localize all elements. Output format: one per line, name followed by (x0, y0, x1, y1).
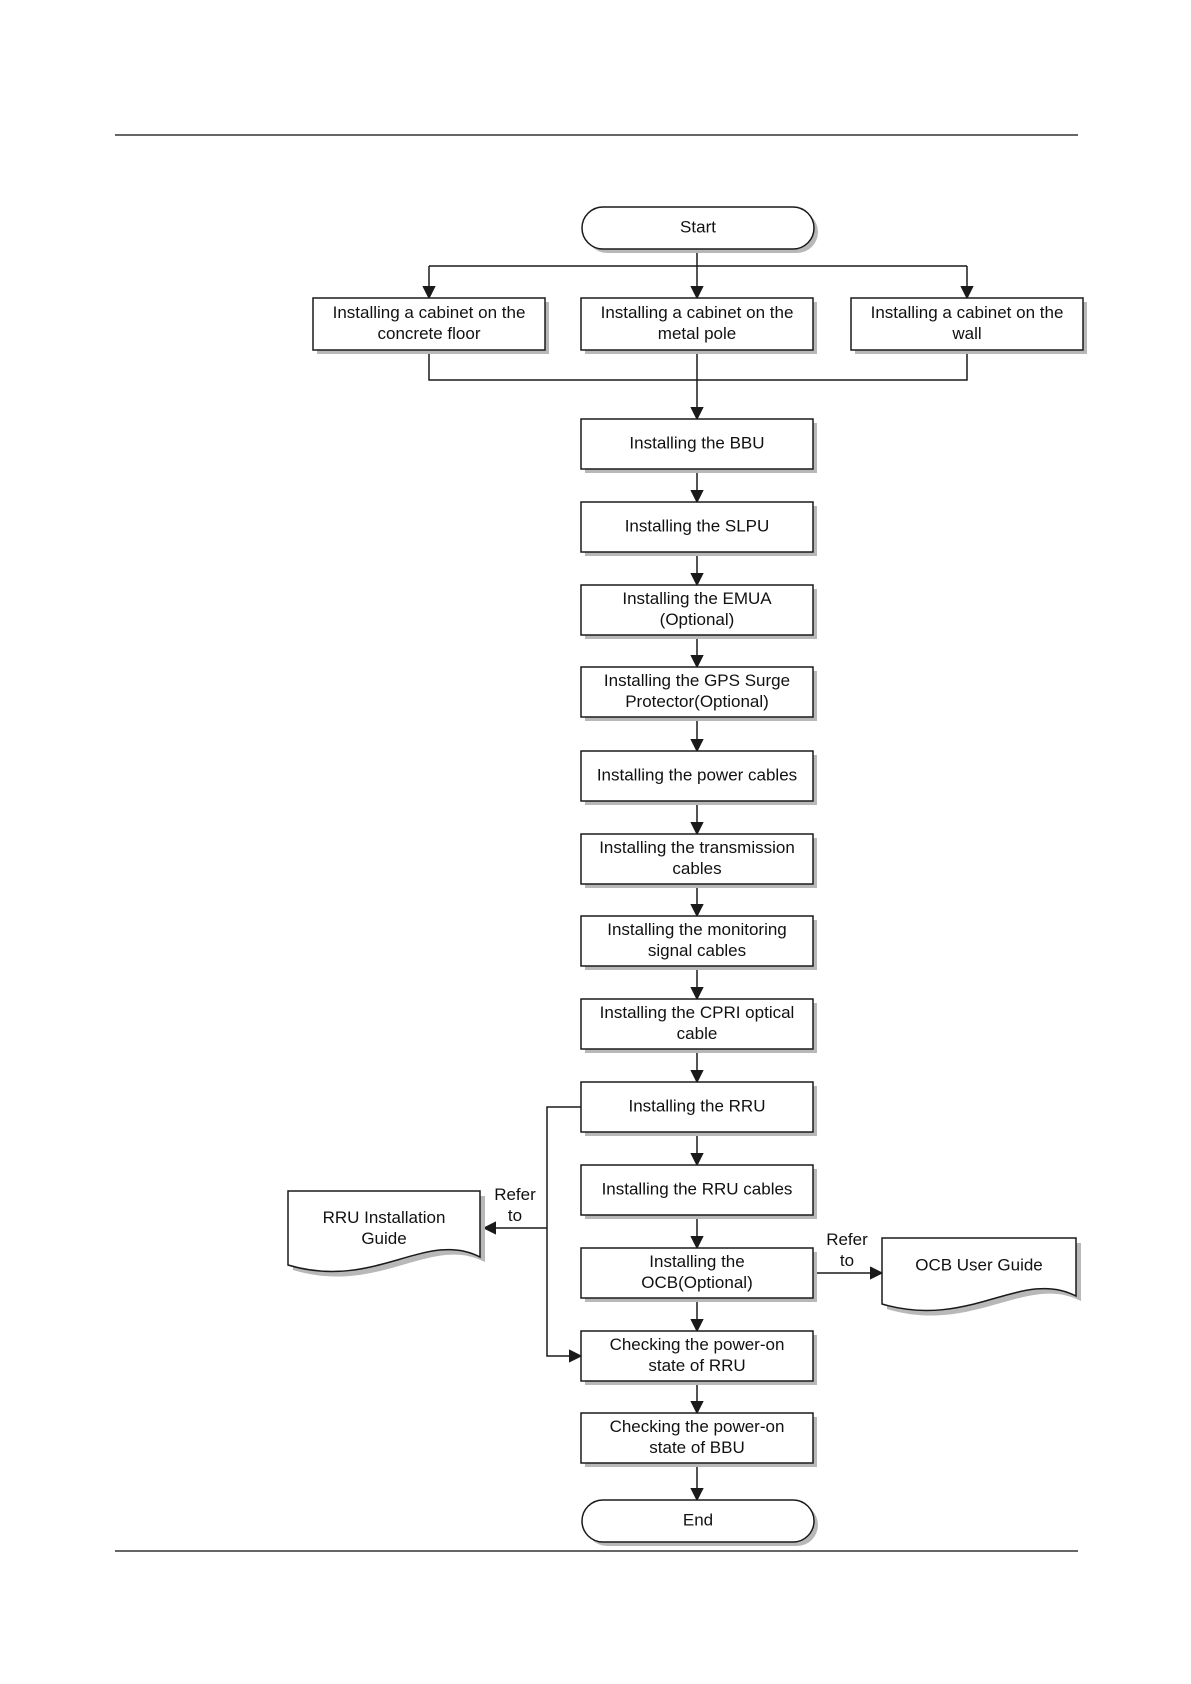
rru-installation-guide-doc-frame (287, 1190, 481, 1273)
cabinet-wall-box-line: wall (951, 324, 981, 343)
cabinet-concrete-floor-box-frame (312, 297, 546, 351)
step-cpri-optical-cable-box-line: Installing the CPRI optical (600, 1003, 795, 1022)
connectors (422, 249, 974, 1502)
step-gps-surge-protector-box-frame (580, 666, 814, 718)
cabinet-wall-box: Installing a cabinet on the wall (850, 297, 1087, 354)
refer-to-ocb-guide-label-line: Refer (826, 1230, 868, 1249)
cabinet-concrete-floor-box-line: concrete floor (378, 324, 481, 343)
step-transmission-cables-box: Installing the transmission cables (580, 833, 817, 888)
rru-installation-guide-doc-line: Guide (361, 1229, 406, 1248)
refer-to-rru-guide-label: Refer to (494, 1185, 536, 1225)
ocb-user-guide-doc: OCB User Guide (881, 1237, 1081, 1316)
step-bbu-power-check-box-line: state of BBU (649, 1438, 744, 1457)
step-gps-surge-protector-box-line: Installing the GPS Surge (604, 671, 790, 690)
step-rru-power-check-box-frame (580, 1330, 814, 1382)
step-slpu-box: Installing the SLPU (580, 501, 817, 556)
step-emua-box-line: Installing the EMUA (622, 589, 772, 608)
step-rru-box-line: Installing the RRU (628, 1096, 765, 1115)
step-bbu-box: Installing the BBU (580, 418, 817, 473)
refer-to-ocb-guide-label-line: to (840, 1251, 854, 1270)
step-emua-box-frame (580, 584, 814, 636)
cabinet-wall-box-line: Installing a cabinet on the (871, 303, 1064, 322)
connector-cabinet-merge (428, 350, 968, 381)
refer-to-rru-guide-label-line: Refer (494, 1185, 536, 1204)
step-bbu-box-line: Installing the BBU (629, 433, 764, 452)
cabinet-metal-pole-box-frame (580, 297, 814, 351)
step-emua-box: Installing the EMUA (Optional) (580, 584, 817, 639)
ocb-user-guide-doc-line: OCB User Guide (915, 1255, 1043, 1274)
cabinet-metal-pole-box-line: metal pole (658, 324, 736, 343)
cabinet-metal-pole-box-line: Installing a cabinet on the (601, 303, 794, 322)
end-terminal-frame (581, 1499, 815, 1543)
step-bbu-power-check-box-frame (580, 1412, 814, 1464)
step-cpri-optical-cable-box-frame (580, 998, 814, 1050)
step-power-cables-box-frame (580, 750, 814, 802)
step-ocb-box-frame (580, 1247, 814, 1299)
end-terminal: End (581, 1499, 818, 1546)
step-transmission-cables-box-line: cables (672, 859, 721, 878)
step-rru-power-check-box-line: state of RRU (648, 1356, 745, 1375)
step-slpu-box-line: Installing the SLPU (625, 516, 770, 535)
step-transmission-cables-box-line: Installing the transmission (599, 838, 795, 857)
step-rru-box-frame (580, 1081, 814, 1133)
cabinet-concrete-floor-box: Installing a cabinet on the concrete floo… (312, 297, 549, 354)
step-power-cables-box: Installing the power cables (580, 750, 817, 805)
refer-to-ocb-guide-label: Refer to (826, 1230, 868, 1270)
start-terminal-label: Start (680, 217, 716, 236)
rru-installation-guide-doc-line: RRU Installation (323, 1208, 446, 1227)
cabinet-metal-pole-box: Installing a cabinet on the metal pole (580, 297, 817, 354)
step-slpu-box-frame (580, 501, 814, 553)
step-transmission-cables-box-frame (580, 833, 814, 885)
refer-to-rru-guide-label-line: to (508, 1206, 522, 1225)
step-rru-cables-box: Installing the RRU cables (580, 1164, 817, 1219)
step-monitoring-signal-cables-box-frame (580, 915, 814, 967)
cabinet-concrete-floor-box-line: Installing a cabinet on the (333, 303, 526, 322)
step-power-cables-box-line: Installing the power cables (597, 765, 797, 784)
step-monitoring-signal-cables-box-line: Installing the monitoring (607, 920, 787, 939)
step-gps-surge-protector-box: Installing the GPS SurgeProtector(Option… (580, 666, 817, 721)
step-bbu-power-check-box: Checking the power-on state of BBU (580, 1412, 817, 1467)
step-cpri-optical-cable-box: Installing the CPRI optical cable (580, 998, 817, 1053)
step-monitoring-signal-cables-box: Installing the monitoring signal cables (580, 915, 817, 970)
step-ocb-box-line: Installing the (649, 1252, 744, 1271)
step-monitoring-signal-cables-box-line: signal cables (648, 941, 746, 960)
step-rru-cables-box-line: Installing the RRU cables (602, 1179, 793, 1198)
step-bbu-box-frame (580, 418, 814, 470)
connector-rru-to-power-check (546, 1106, 583, 1363)
step-rru-power-check-box-line: Checking the power-on (610, 1335, 785, 1354)
step-rru-cables-box-frame (580, 1164, 814, 1216)
cabinet-wall-box-frame (850, 297, 1084, 351)
step-bbu-power-check-box-line: Checking the power-on (610, 1417, 785, 1436)
start-terminal-frame (581, 206, 815, 250)
ocb-user-guide-doc-frame (881, 1237, 1077, 1312)
step-rru-power-check-box: Checking the power-on state of RRU (580, 1330, 817, 1385)
step-ocb-box-line: OCB(Optional) (641, 1273, 752, 1292)
step-cpri-optical-cable-box-line: cable (677, 1024, 718, 1043)
step-gps-surge-protector-box-line: Protector(Optional) (625, 692, 769, 711)
step-emua-box-line: (Optional) (660, 610, 735, 629)
start-terminal: Start (581, 206, 818, 253)
end-terminal-label: End (683, 1510, 713, 1529)
step-rru-box: Installing the RRU (580, 1081, 817, 1136)
